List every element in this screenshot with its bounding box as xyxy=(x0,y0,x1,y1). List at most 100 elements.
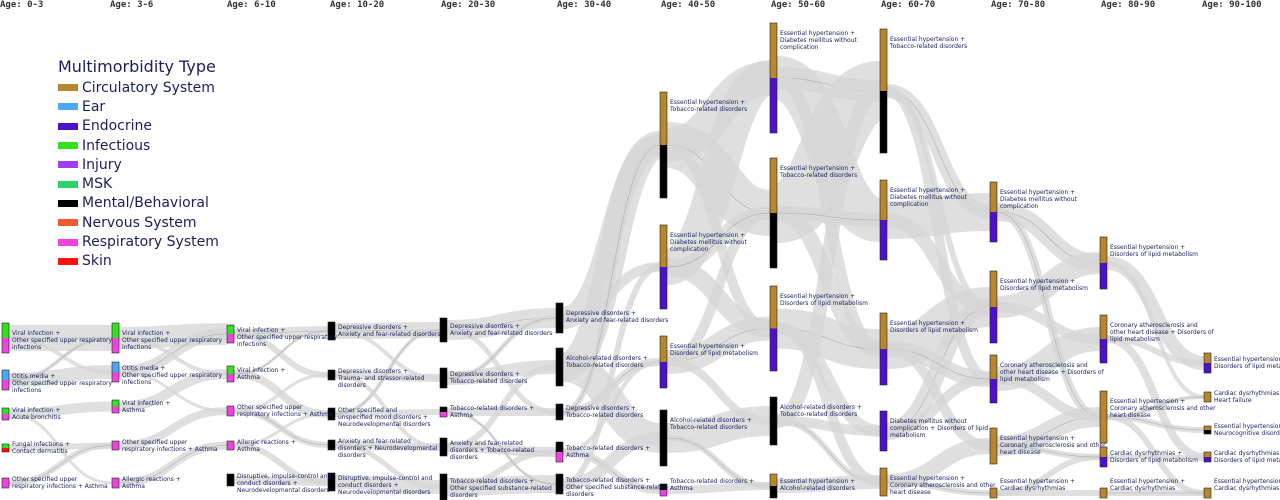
node-segment-secondary xyxy=(770,213,777,268)
node-label-line2: respiratory infections + Asthma xyxy=(12,483,108,490)
node[interactable] xyxy=(1203,487,1212,499)
node-segment-primary xyxy=(440,438,447,447)
node[interactable] xyxy=(989,181,998,243)
node[interactable] xyxy=(439,406,448,418)
node[interactable] xyxy=(226,405,235,417)
node[interactable] xyxy=(1203,391,1212,403)
node[interactable] xyxy=(659,409,668,467)
node[interactable] xyxy=(327,439,336,451)
node[interactable] xyxy=(1203,451,1212,463)
node-label-line2: Disorders of lipid metabolism xyxy=(670,350,759,357)
node[interactable] xyxy=(226,365,235,383)
node[interactable] xyxy=(769,157,778,269)
node[interactable] xyxy=(555,403,564,421)
age-label: Age: 10-20 xyxy=(330,0,385,10)
node[interactable] xyxy=(111,322,120,354)
node[interactable] xyxy=(1099,390,1108,444)
node-label-line1: Alcohol-related disorders + xyxy=(566,355,648,362)
node-label-line1: Viral infection + xyxy=(237,367,286,374)
node-label-line1: Depressive disorders + xyxy=(450,371,520,378)
node[interactable] xyxy=(111,440,120,451)
node[interactable] xyxy=(1,477,10,489)
node-segment-primary xyxy=(556,442,563,452)
node[interactable] xyxy=(879,410,888,452)
node[interactable] xyxy=(327,321,336,341)
node[interactable] xyxy=(327,369,336,381)
node[interactable] xyxy=(989,487,998,499)
node[interactable] xyxy=(879,467,888,497)
node[interactable] xyxy=(111,399,120,414)
node[interactable] xyxy=(989,427,998,465)
node-label: Cardiac dysrhythmias +Disorders of lipid… xyxy=(1110,450,1222,464)
node[interactable] xyxy=(439,367,448,389)
node-border xyxy=(1099,446,1108,468)
node[interactable] xyxy=(1,369,10,391)
node[interactable] xyxy=(327,472,336,492)
node-label-line2: Disorders of lipid metabolism xyxy=(1000,285,1089,292)
node[interactable] xyxy=(989,354,998,404)
node[interactable] xyxy=(1,322,10,354)
node[interactable] xyxy=(226,440,235,451)
node[interactable] xyxy=(879,28,888,154)
node[interactable] xyxy=(659,224,668,310)
node[interactable] xyxy=(555,441,564,463)
node[interactable] xyxy=(327,407,336,421)
node[interactable] xyxy=(226,324,235,344)
node-label: Tobacco-related disorders +Asthma xyxy=(566,445,678,459)
node-segment-secondary xyxy=(112,372,119,382)
node[interactable] xyxy=(1,443,10,453)
node[interactable] xyxy=(879,312,888,386)
node-segment-secondary xyxy=(990,379,997,403)
node[interactable] xyxy=(769,396,778,446)
node[interactable] xyxy=(769,285,778,372)
node-segment-secondary xyxy=(227,334,234,343)
node[interactable] xyxy=(769,473,778,499)
node[interactable] xyxy=(555,302,564,334)
node-label-line2: Coronary atherosclerosis and other heart… xyxy=(1000,442,1106,456)
flow-link xyxy=(233,412,329,447)
node[interactable] xyxy=(989,270,998,344)
node[interactable] xyxy=(659,483,668,497)
node-label: Tobacco-related disorders +Other specifi… xyxy=(450,478,562,499)
node[interactable] xyxy=(1203,352,1212,374)
node-border xyxy=(1,407,10,421)
node[interactable] xyxy=(659,335,668,389)
node-label-line1: Anxiety and fear-related xyxy=(338,438,411,445)
node[interactable] xyxy=(439,317,448,343)
node[interactable] xyxy=(769,22,778,134)
node-label-line1: Essential hypertension + xyxy=(780,478,856,485)
node-label: Essential hypertension +Diabetes mellitu… xyxy=(1000,189,1112,210)
node-label-line1: Essential hypertension + xyxy=(1214,356,1280,363)
node-segment-secondary xyxy=(112,445,119,450)
node-label: Otitis media +Other specified upper resp… xyxy=(122,365,234,386)
node[interactable] xyxy=(1099,236,1108,290)
node[interactable] xyxy=(1,407,10,421)
node[interactable] xyxy=(439,473,448,500)
node[interactable] xyxy=(1099,314,1108,364)
node[interactable] xyxy=(555,347,564,387)
node[interactable] xyxy=(659,91,668,199)
node-segment-secondary xyxy=(227,411,234,416)
node[interactable] xyxy=(111,477,120,489)
node[interactable] xyxy=(1203,425,1212,435)
node-border xyxy=(989,354,998,404)
node-border xyxy=(1099,314,1108,364)
node-border xyxy=(1203,352,1212,374)
node-label-line2: Other specified upper respiratory infect… xyxy=(237,334,338,348)
node[interactable] xyxy=(226,473,235,487)
node-border xyxy=(989,427,998,465)
node[interactable] xyxy=(1099,446,1108,468)
node[interactable] xyxy=(111,361,120,383)
node[interactable] xyxy=(439,437,448,457)
node-label-line1: Depressive disorders + xyxy=(450,323,520,330)
node[interactable] xyxy=(555,473,564,495)
node-segment-secondary xyxy=(1204,363,1211,373)
node-label: Alcohol-related disorders +Tobacco-relat… xyxy=(670,417,782,431)
node-label-line1: Depressive disorders + xyxy=(338,368,408,375)
node-label: Essential hypertension +Disorders of lip… xyxy=(1000,278,1112,292)
node[interactable] xyxy=(1099,487,1108,499)
node[interactable] xyxy=(879,179,888,261)
